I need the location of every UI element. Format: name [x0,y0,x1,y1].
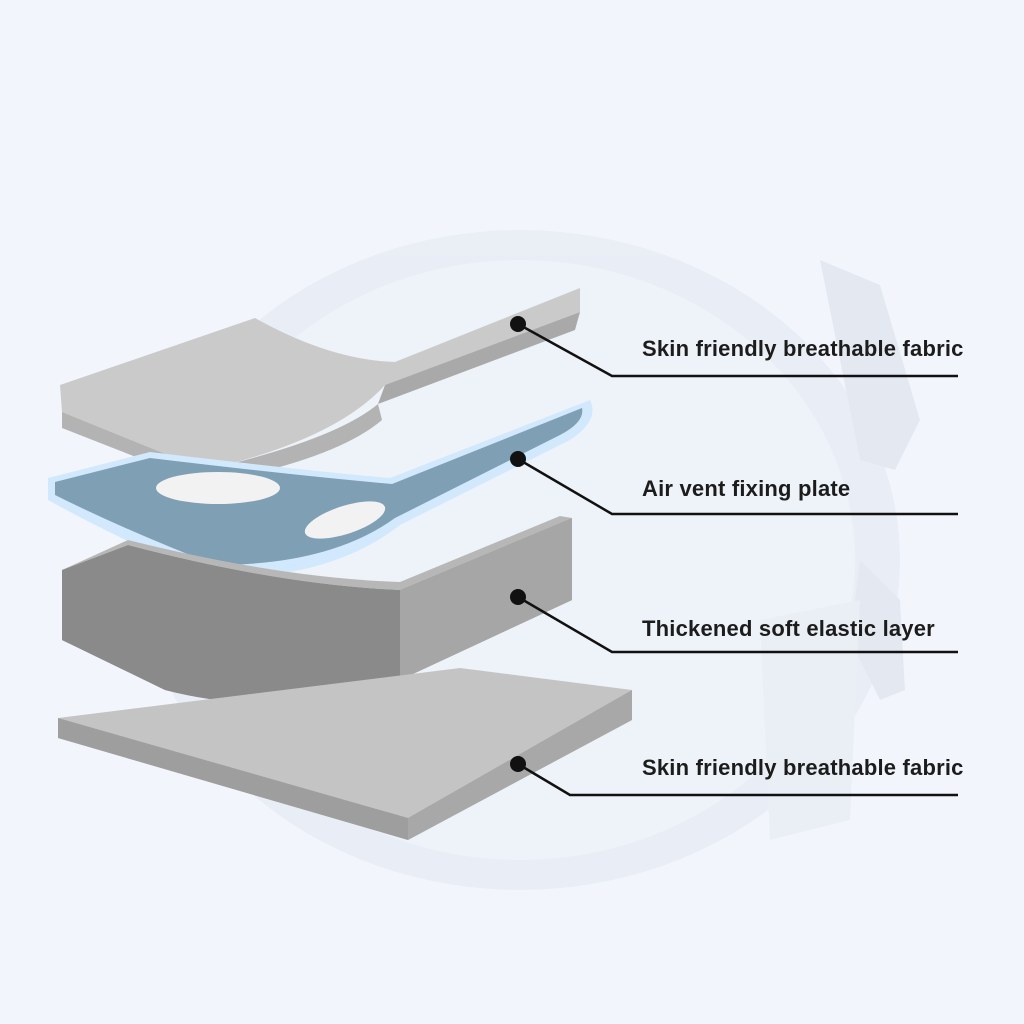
elastic-layer [62,516,572,703]
leader-dot-4 [510,756,526,772]
leader-line-3 [517,595,958,654]
label-elastic-layer: Thickened soft elastic layer [642,616,935,641]
leader-lines [517,322,958,797]
leader-line-1 [517,322,958,378]
label-top-fabric: Skin friendly breathable fabric [642,336,964,361]
vent-plate-layer [48,400,593,579]
leader-dots [510,316,526,772]
vent-hole-right [304,501,386,539]
leader-line-2 [517,457,958,516]
label-vent-plate: Air vent fixing plate [642,476,851,501]
leader-line-4 [517,762,958,797]
leader-dot-1 [510,316,526,332]
leader-dot-3 [510,589,526,605]
vent-hole-left [156,472,280,504]
leader-dot-2 [510,451,526,467]
label-bottom-fabric: Skin friendly breathable fabric [642,755,964,780]
